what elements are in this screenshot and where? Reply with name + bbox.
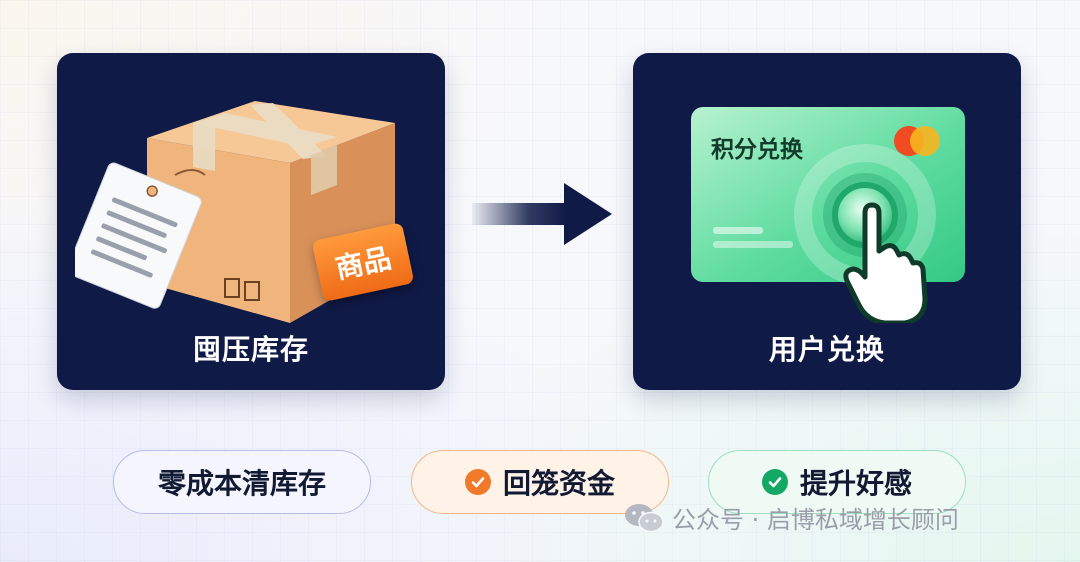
redeem-panel: 积分兑换 用户兑换 (633, 53, 1021, 390)
watermark-text: 公众号 · 启博私域增长顾问 (672, 506, 959, 534)
benefit-pill-clear-inventory: 零成本清库存 (113, 450, 371, 514)
watermark: 公众号 · 启博私域增长顾问 (624, 500, 959, 535)
benefit-label: 提升好感 (799, 467, 912, 500)
wechat-icon (625, 503, 664, 532)
inventory-caption: 囤压库存 (192, 333, 309, 366)
check-circle-icon (761, 469, 788, 495)
benefit-label: 回笼资金 (502, 467, 615, 500)
arrow-right-icon (472, 183, 612, 245)
check-circle-icon (464, 469, 491, 495)
inventory-panel: 商品 囤压库存 (57, 53, 445, 390)
benefit-pill-goodwill: 提升好感 (708, 450, 966, 514)
redeem-caption: 用户兑换 (768, 333, 885, 366)
cardboard-box-icon (75, 101, 395, 323)
benefit-pill-recover-funds: 回笼资金 (411, 450, 669, 514)
points-card-icon (691, 107, 965, 323)
benefit-label: 零成本清库存 (157, 467, 326, 500)
card-title: 积分兑换 (711, 137, 803, 163)
